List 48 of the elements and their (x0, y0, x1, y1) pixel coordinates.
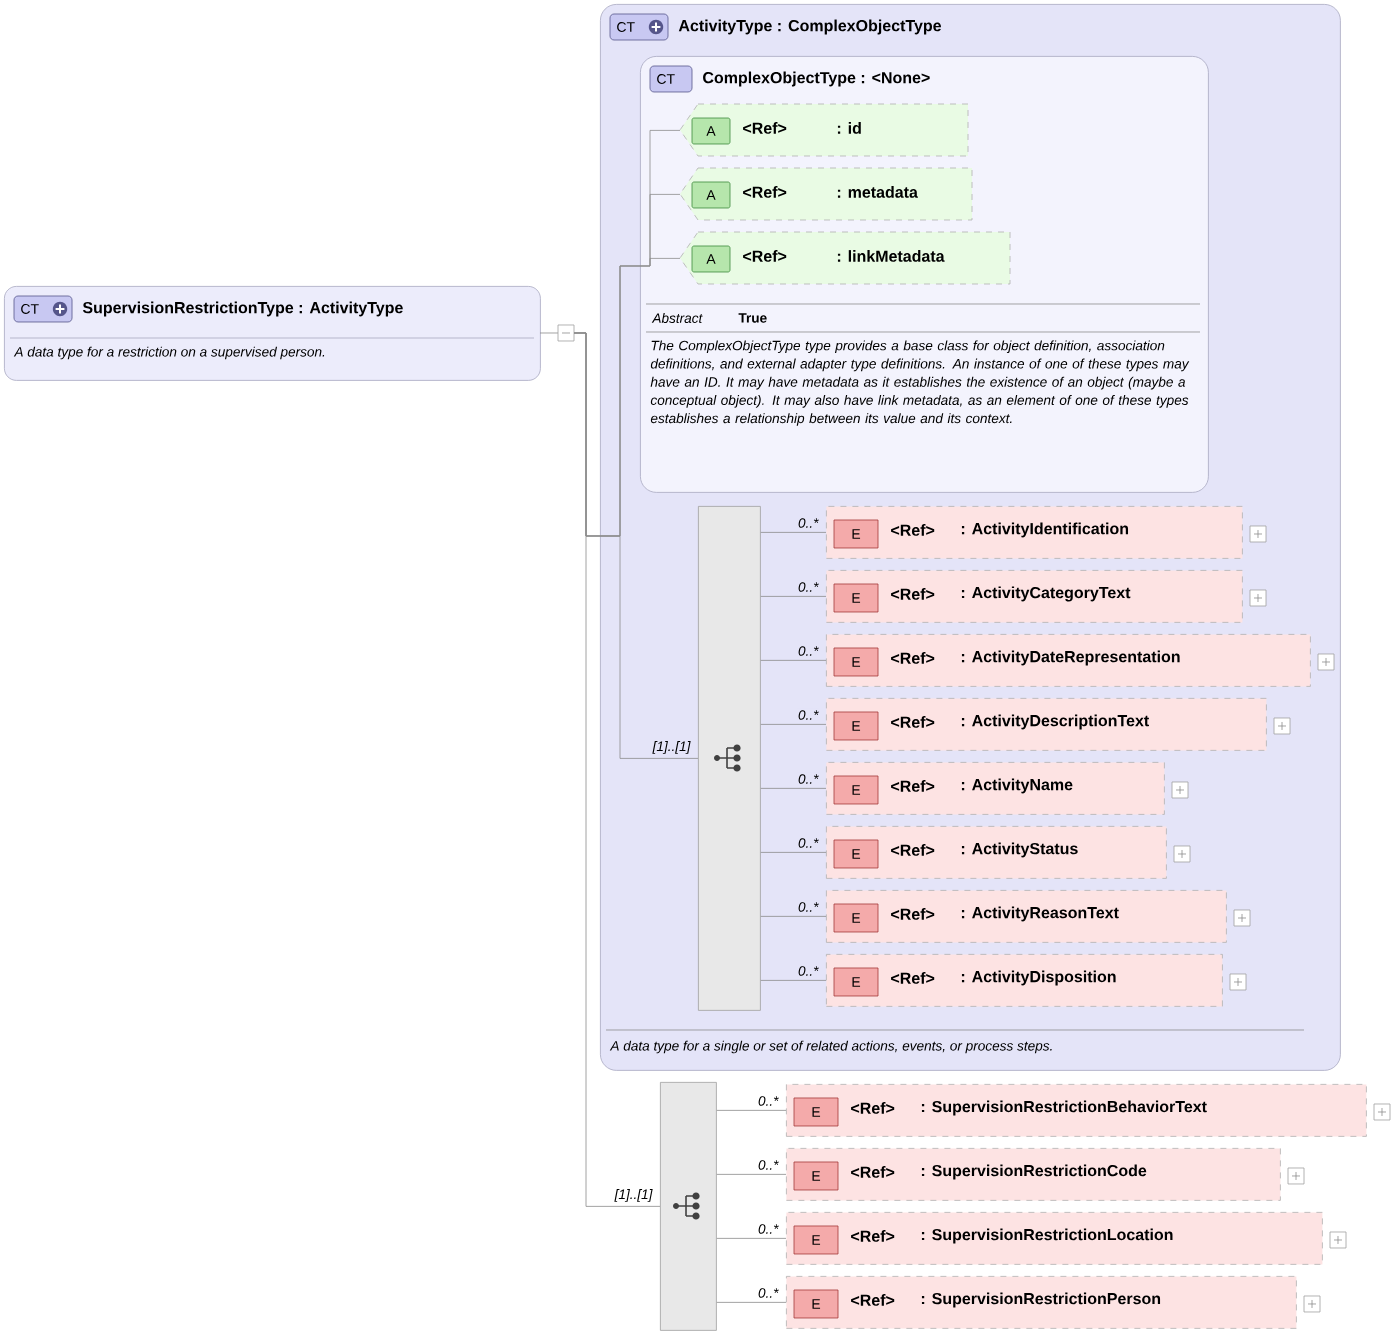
ref-text: <Ref> (891, 716, 935, 728)
element-name: : ActivityName (961, 778, 1073, 794)
type-title: ActivityType : ComplexObjectType (678, 19, 941, 35)
element-name: : ActivityDisposition (961, 970, 1116, 986)
element-name: : ActivityIdentification (961, 522, 1128, 538)
connector-line (760, 916, 827, 917)
ref-text: <Ref> (743, 250, 787, 262)
attribute-name: : metadata (837, 186, 918, 198)
connector-line (760, 596, 827, 597)
sequence-bar (660, 1082, 717, 1331)
element-name: : SupervisionRestrictionPerson (921, 1292, 1161, 1308)
connector-line (573, 332, 661, 1207)
connector-line (760, 788, 827, 789)
ref-text: <Ref> (851, 1102, 895, 1114)
attribute-name: : linkMetadata (837, 250, 945, 262)
attribute-name: : id (837, 122, 861, 134)
sequence-bar (698, 506, 761, 1011)
connector-line (760, 724, 827, 725)
connector-line (760, 660, 827, 661)
connector-line (716, 1238, 787, 1239)
element-name: : ActivityCategoryText (961, 586, 1131, 602)
connector-line (716, 1174, 787, 1175)
element-name: : SupervisionRestrictionLocation (921, 1228, 1173, 1244)
ref-text: <Ref> (891, 844, 935, 856)
element-name: : SupervisionRestrictionCode (921, 1164, 1147, 1180)
type-title: ComplexObjectType : <None> (703, 71, 930, 87)
ref-text: <Ref> (891, 652, 935, 664)
element-name: : ActivityDateRepresentation (961, 650, 1180, 666)
ref-text: <Ref> (851, 1166, 895, 1178)
connector-line (716, 1110, 787, 1111)
ref-text: <Ref> (743, 186, 787, 198)
ref-text: <Ref> (891, 908, 935, 920)
element-name: : ActivityReasonText (961, 906, 1119, 922)
connector-line (716, 1302, 787, 1303)
ref-text: <Ref> (851, 1230, 895, 1242)
element-name: : ActivityDescriptionText (961, 714, 1149, 730)
ref-text: <Ref> (891, 524, 935, 536)
ref-text: <Ref> (891, 972, 935, 984)
connector-line (760, 980, 827, 981)
element-name: : SupervisionRestrictionBehaviorText (921, 1100, 1207, 1116)
ref-text: <Ref> (743, 122, 787, 134)
connector-line (760, 852, 827, 853)
ref-text: <Ref> (891, 780, 935, 792)
element-name: : ActivityStatus (961, 842, 1078, 858)
ref-text: <Ref> (891, 588, 935, 600)
ref-text: <Ref> (851, 1294, 895, 1306)
connector-line (760, 532, 827, 533)
type-title: SupervisionRestrictionType : ActivityType (82, 301, 403, 317)
